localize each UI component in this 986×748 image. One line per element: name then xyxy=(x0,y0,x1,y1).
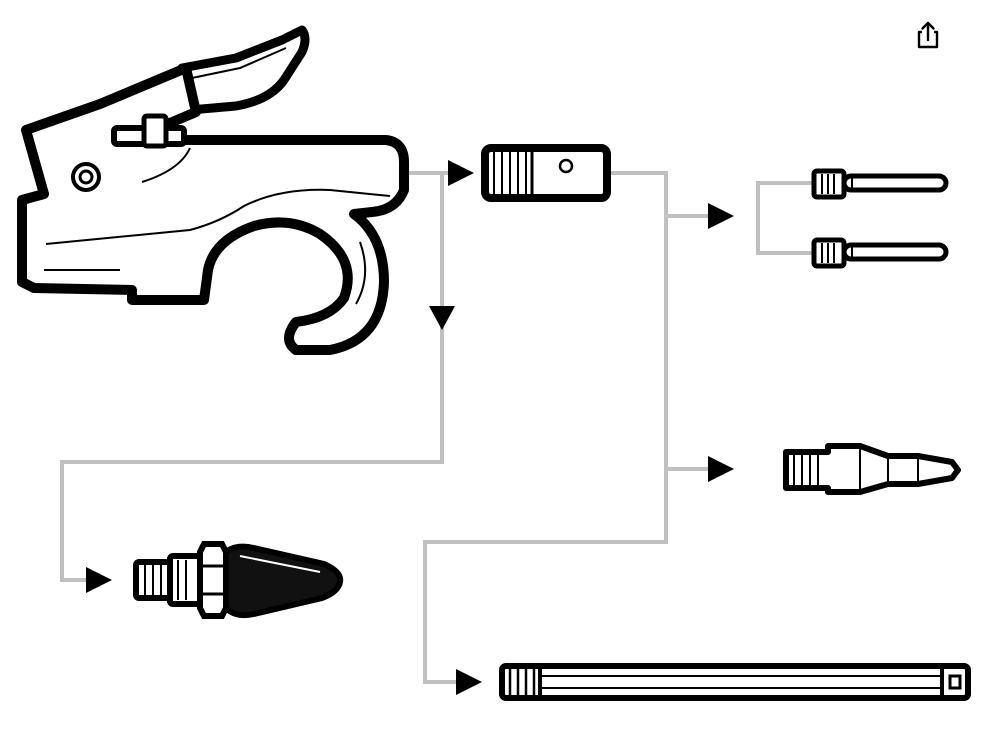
arrow-to-extension-tube xyxy=(456,669,482,695)
blow-gun-lever xyxy=(171,25,310,115)
share-icon xyxy=(913,20,943,53)
arrow-to-rubber-tip xyxy=(708,456,734,482)
extension-tube xyxy=(499,663,971,701)
safety-nozzle xyxy=(133,541,344,619)
inflation-needle xyxy=(811,237,949,269)
arrowheads xyxy=(86,160,734,695)
arrow-to-adapter xyxy=(448,160,474,186)
arrow-to-needles xyxy=(708,203,734,229)
tapered-rubber-tip xyxy=(783,443,961,495)
arrow-to-safety-nozzle xyxy=(86,567,112,593)
arrow-down xyxy=(429,306,455,330)
adapter-coupler xyxy=(481,144,611,202)
share-button[interactable] xyxy=(908,16,948,56)
inflation-needle xyxy=(811,168,949,200)
blow-gun xyxy=(17,25,409,355)
